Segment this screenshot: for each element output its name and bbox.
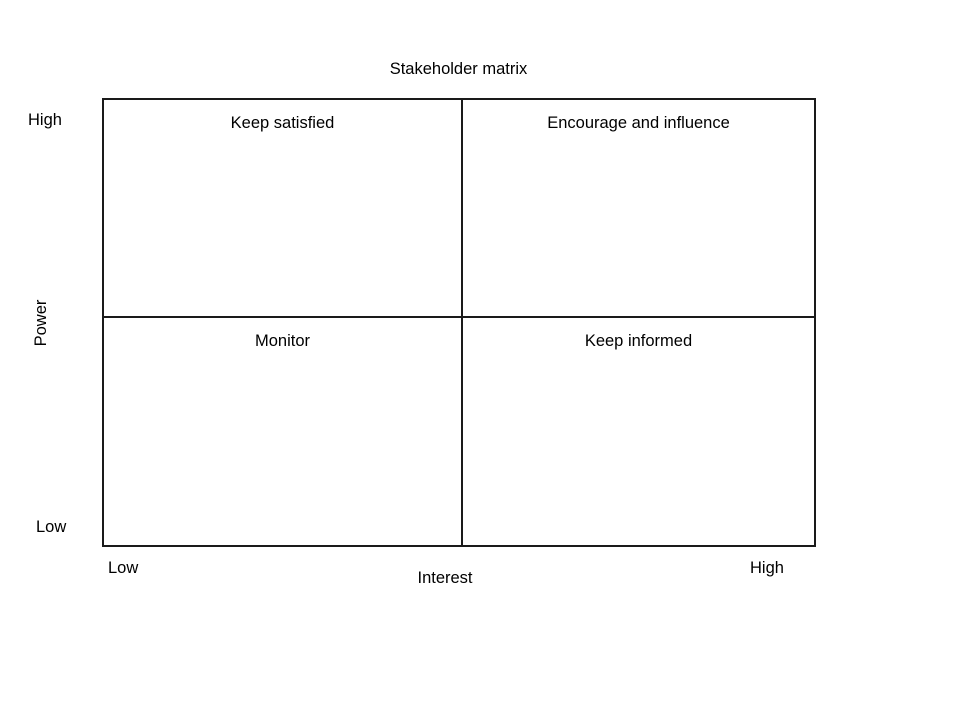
horizontal-divider [104, 316, 814, 318]
quadrant-keep-informed[interactable]: Keep informed [463, 318, 814, 545]
quadrant-label: Monitor [254, 332, 311, 350]
matrix-frame: Keep satisfied Encourage and influence M… [102, 98, 816, 547]
quadrant-encourage-and-influence[interactable]: Encourage and influence [463, 100, 814, 316]
quadrant-label: Encourage and influence [547, 114, 730, 132]
x-axis-title: Interest [417, 569, 473, 587]
y-axis-high-label: High [28, 111, 62, 129]
x-axis-high-label: High [750, 559, 784, 577]
quadrant-monitor[interactable]: Monitor [104, 318, 461, 545]
quadrant-label: Keep informed [584, 332, 693, 350]
page-title: Stakeholder matrix [389, 60, 528, 78]
y-axis-title: Power [32, 299, 50, 347]
y-axis-low-label: Low [36, 518, 67, 536]
x-axis-low-label: Low [108, 559, 139, 577]
quadrant-keep-satisfied[interactable]: Keep satisfied [104, 100, 461, 316]
quadrant-label: Keep satisfied [230, 114, 335, 132]
vertical-divider [461, 100, 463, 545]
